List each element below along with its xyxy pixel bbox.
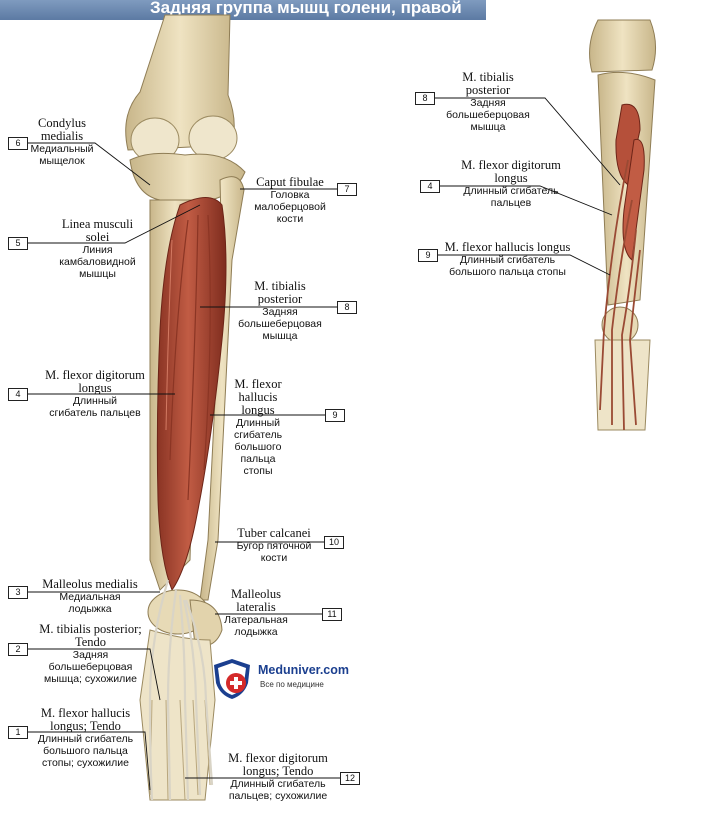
small-leg-figure: [589, 19, 656, 431]
page-title: Задняя группа мышц голени, правой: [150, 0, 462, 17]
label-number: 12: [340, 772, 360, 785]
label-number: 3: [8, 586, 28, 599]
russian-name: Длинный сгибатель пальцев; сухожилие: [228, 778, 328, 802]
latin-name: M. flexor digitorum longus; Tendo: [228, 751, 328, 778]
label-number: 7: [337, 183, 357, 196]
meduniver-logo: Meduniver.com Все по медицине: [210, 657, 360, 703]
russian-name: Длинный сгибатель большого пальца стопы: [449, 254, 566, 278]
label-malleolus-medialis: Malleolus medialis Медиальная лодыжка: [30, 577, 150, 616]
latin-name: M. flexor hallucis longus: [444, 240, 571, 254]
label-tibialis-posterior: M. tibialis posterior Задняя большеберцо…: [225, 279, 335, 343]
russian-name: Длинный сгибатель пальцев: [463, 185, 559, 209]
label-number: 4: [8, 388, 28, 401]
muscle-belly: [156, 197, 227, 592]
fibula-bone: [199, 176, 245, 601]
russian-name: Задняя большеберцовая мышца; сухожилие: [44, 649, 137, 685]
russian-name: Задняя большеберцовая мышца: [446, 97, 530, 133]
label-malleolus-lateralis: Malleolus lateralis Латеральная лодыжка: [218, 587, 294, 639]
latin-name: Malleolus medialis: [42, 577, 138, 591]
russian-name: Задняя большеберцовая мышца: [238, 306, 322, 342]
label-tibialis-posterior-tendo: M. tibialis posterior; Tendo Задняя боль…: [28, 622, 153, 686]
label-tuber-calcanei: Tuber calcanei Бугор пяточной кости: [226, 526, 322, 565]
latin-name: Caput fibulae: [256, 175, 324, 189]
label-linea-musculi-solei: Linea musculi solei Линия камбаловидной …: [50, 217, 145, 281]
small-tibia: [597, 71, 656, 306]
latin-name: Tuber calcanei: [237, 526, 311, 540]
label-small-flexor-hallucis: M. flexor hallucis longus Длинный сгибат…: [440, 240, 575, 279]
title-banner: Задняя группа мышц голени, правой: [0, 0, 486, 20]
russian-name: Длинный сгибатель большого пальца стопы;…: [37, 733, 134, 769]
label-number: 8: [415, 92, 435, 105]
label-number: 2: [8, 643, 28, 656]
russian-name: Бугор пяточной кости: [236, 540, 312, 564]
latin-name: M. flexor hallucis longus; Tendo: [40, 706, 131, 733]
logo-tagline: Все по медицине: [260, 680, 324, 689]
main-leg-figure: [125, 14, 246, 801]
label-number: 4: [420, 180, 440, 193]
latin-name: M. flexor digitorum longus: [461, 158, 561, 185]
label-flexor-digitorum: M. flexor digitorum longus Длинный сгиба…: [30, 368, 160, 420]
tibia-head: [129, 152, 246, 201]
tendons: [148, 579, 214, 801]
latin-name: M. flexor hallucis longus: [234, 377, 282, 417]
latin-name: Linea musculi solei: [61, 217, 134, 244]
russian-name: Головка малоберцовой кости: [254, 189, 326, 225]
small-tendons: [599, 159, 641, 431]
label-small-tibialis-posterior: M. tibialis posterior Задняя большеберцо…: [438, 70, 538, 134]
latin-name: M. tibialis posterior: [462, 70, 514, 97]
russian-name: Медиальная лодыжка: [59, 591, 121, 615]
label-condylus-medialis: Condylus medialis Медиальный мыщелок: [28, 116, 96, 168]
label-number: 9: [418, 249, 438, 262]
label-flexor-digitorum-tendo: M. flexor digitorum longus; Tendo Длинны…: [222, 751, 334, 803]
label-number: 1: [8, 726, 28, 739]
russian-name: Длинный сгибатель большого пальца стопы: [233, 417, 283, 477]
label-number: 10: [324, 536, 344, 549]
russian-name: Медиальный мыщелок: [30, 143, 94, 167]
latin-name: M. flexor digitorum longus: [45, 368, 145, 395]
leader-lines: [28, 97, 621, 791]
shield-cross-icon: [214, 659, 250, 699]
russian-name: Линия камбаловидной мышцы: [59, 244, 136, 280]
russian-name: Длинный сгибатель пальцев: [49, 395, 141, 419]
latin-name: Condylus medialis: [38, 116, 86, 143]
logo-name: Meduniver.com: [258, 663, 349, 677]
label-number: 5: [8, 237, 28, 250]
small-femur-condyles: [589, 19, 656, 73]
latin-name: Malleolus lateralis: [231, 587, 281, 614]
label-flexor-hallucis: M. flexor hallucis longus Длинный сгибат…: [222, 377, 294, 478]
latin-name: M. tibialis posterior: [254, 279, 306, 306]
label-number: 8: [337, 301, 357, 314]
russian-name: Латеральная лодыжка: [224, 614, 288, 638]
lateral-condyle-femur: [188, 115, 238, 161]
latin-name: M. tibialis posterior; Tendo: [39, 622, 142, 649]
label-flexor-hallucis-tendo: M. flexor hallucis longus; Tendo Длинный…: [28, 706, 143, 770]
label-number: 11: [322, 608, 342, 621]
label-small-flexor-digitorum: M. flexor digitorum longus Длинный сгиба…: [446, 158, 576, 210]
label-number: 9: [325, 409, 345, 422]
label-caput-fibulae: Caput fibulae Головка малоберцовой кости: [245, 175, 335, 226]
label-number: 6: [8, 137, 28, 150]
